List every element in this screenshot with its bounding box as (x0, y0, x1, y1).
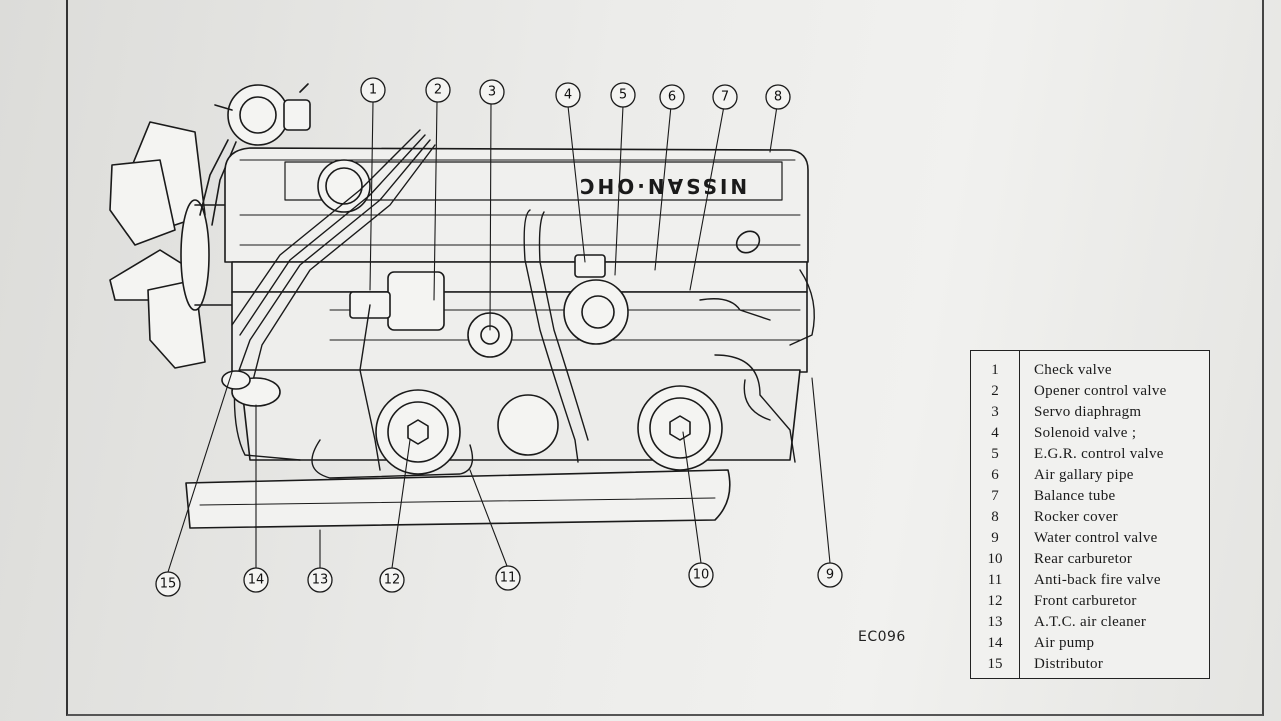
svg-text:8: 8 (774, 90, 782, 105)
svg-text:11: 11 (500, 571, 517, 586)
legend-label: Air gallary pipe (1034, 467, 1134, 483)
legend-row: 14 Air pump (971, 633, 1209, 654)
legend-row: 4 Solenoid valve ; (971, 423, 1209, 444)
legend-num: 13 (987, 614, 1003, 630)
legend-row: 5 E.G.R. control valve (971, 444, 1209, 465)
legend-num: 11 (987, 572, 1003, 588)
front-carburetor (375, 389, 461, 475)
legend-num: 9 (991, 530, 999, 546)
atc-air-cleaner (185, 469, 731, 529)
legend-label: Rocker cover (1034, 509, 1118, 525)
legend-divider (1019, 351, 1020, 678)
center-diaphragm (497, 394, 559, 456)
legend-row: 10 Rear carburetor (971, 549, 1209, 570)
legend-label: Opener control valve (1034, 383, 1167, 399)
legend-row: 13 A.T.C. air cleaner (971, 612, 1209, 633)
svg-text:5: 5 (619, 88, 627, 103)
legend-num: 3 (991, 404, 999, 420)
legend-num: 6 (991, 467, 999, 483)
svg-text:13: 13 (312, 573, 329, 588)
legend-row: 8 Rocker cover (971, 507, 1209, 528)
legend-label: Front carburetor (1034, 593, 1137, 609)
legend-label: Servo diaphragm (1034, 404, 1142, 420)
svg-text:4: 4 (564, 88, 572, 103)
callout-8: 8 (765, 84, 791, 110)
legend-num: 4 (991, 425, 999, 441)
svg-text:6: 6 (668, 90, 676, 105)
legend-label: A.T.C. air cleaner (1034, 614, 1147, 630)
legend-label: Air pump (1034, 635, 1095, 651)
legend-num: 12 (987, 593, 1003, 609)
callout-12: 12 (379, 567, 405, 593)
legend-label: Distributor (1034, 656, 1104, 672)
callout-1: 1 (360, 77, 386, 103)
hoses (231, 129, 815, 479)
legend-row: 11 Anti-back fire valve (971, 570, 1209, 591)
legend-label: Rear carburetor (1034, 551, 1133, 567)
air-pump-top (199, 83, 311, 226)
callout-markers: 1 2 3 4 5 6 7 8 9 10 11 12 13 14 15 (155, 77, 843, 597)
callout-5: 5 (610, 82, 636, 108)
legend-num: 1 (991, 362, 999, 378)
legend-row: 7 Balance tube (971, 486, 1209, 507)
legend-rows: 1 Check valve 2 Opener control valve 3 Serv… (971, 360, 1209, 675)
legend-row: 2 Opener control valve (971, 381, 1209, 402)
legend-num: 15 (987, 656, 1003, 672)
svg-text:7: 7 (721, 90, 729, 105)
callout-9: 9 (817, 562, 843, 588)
legend-row: 9 Water control valve (971, 528, 1209, 549)
legend-num: 7 (991, 488, 999, 504)
svg-text:9: 9 (826, 568, 834, 583)
legend-label: Solenoid valve ; (1034, 425, 1137, 441)
legend-row: 3 Servo diaphragm (971, 402, 1209, 423)
legend-row: 12 Front carburetor (971, 591, 1209, 612)
legend-num: 8 (991, 509, 999, 525)
callout-2: 2 (425, 77, 451, 103)
leader-lines (167, 101, 831, 573)
svg-text:2: 2 (434, 83, 442, 98)
svg-text:15: 15 (160, 577, 177, 592)
callout-6: 6 (659, 84, 685, 110)
svg-text:3: 3 (488, 85, 496, 100)
callout-15: 15 (155, 571, 181, 597)
svg-text:10: 10 (693, 568, 710, 583)
legend-num: 14 (987, 635, 1003, 651)
parts-legend: 1 Check valve 2 Opener control valve 3 Serv… (970, 350, 1210, 679)
legend-num: 5 (991, 446, 999, 462)
figure-code: EC096 (858, 629, 906, 645)
legend-row: 15 Distributor (971, 654, 1209, 675)
callout-3: 3 (479, 79, 505, 105)
rocker-cover: NISSAN·OHC (224, 147, 809, 263)
page-frame (66, 0, 1264, 716)
egr-control-valve (563, 254, 629, 345)
legend-label: Balance tube (1034, 488, 1116, 504)
callout-14: 14 (243, 567, 269, 593)
legend-label: Water control valve (1034, 530, 1158, 546)
svg-text:12: 12 (384, 573, 401, 588)
rear-carburetor (637, 385, 723, 471)
legend-label: E.G.R. control valve (1034, 446, 1164, 462)
cooling-fan (109, 121, 233, 369)
legend-label: Anti-back fire valve (1034, 572, 1161, 588)
callout-13: 13 (307, 567, 333, 593)
callout-10: 10 (688, 562, 714, 588)
legend-label: Check valve (1034, 362, 1112, 378)
legend-num: 10 (987, 551, 1003, 567)
legend-num: 2 (991, 383, 999, 399)
callout-7: 7 (712, 84, 738, 110)
svg-text:14: 14 (248, 573, 265, 588)
legend-row: 1 Check valve (971, 360, 1209, 381)
svg-text:1: 1 (369, 83, 377, 98)
callout-11: 11 (495, 565, 521, 591)
callout-4: 4 (555, 82, 581, 108)
legend-row: 6 Air gallary pipe (971, 465, 1209, 486)
